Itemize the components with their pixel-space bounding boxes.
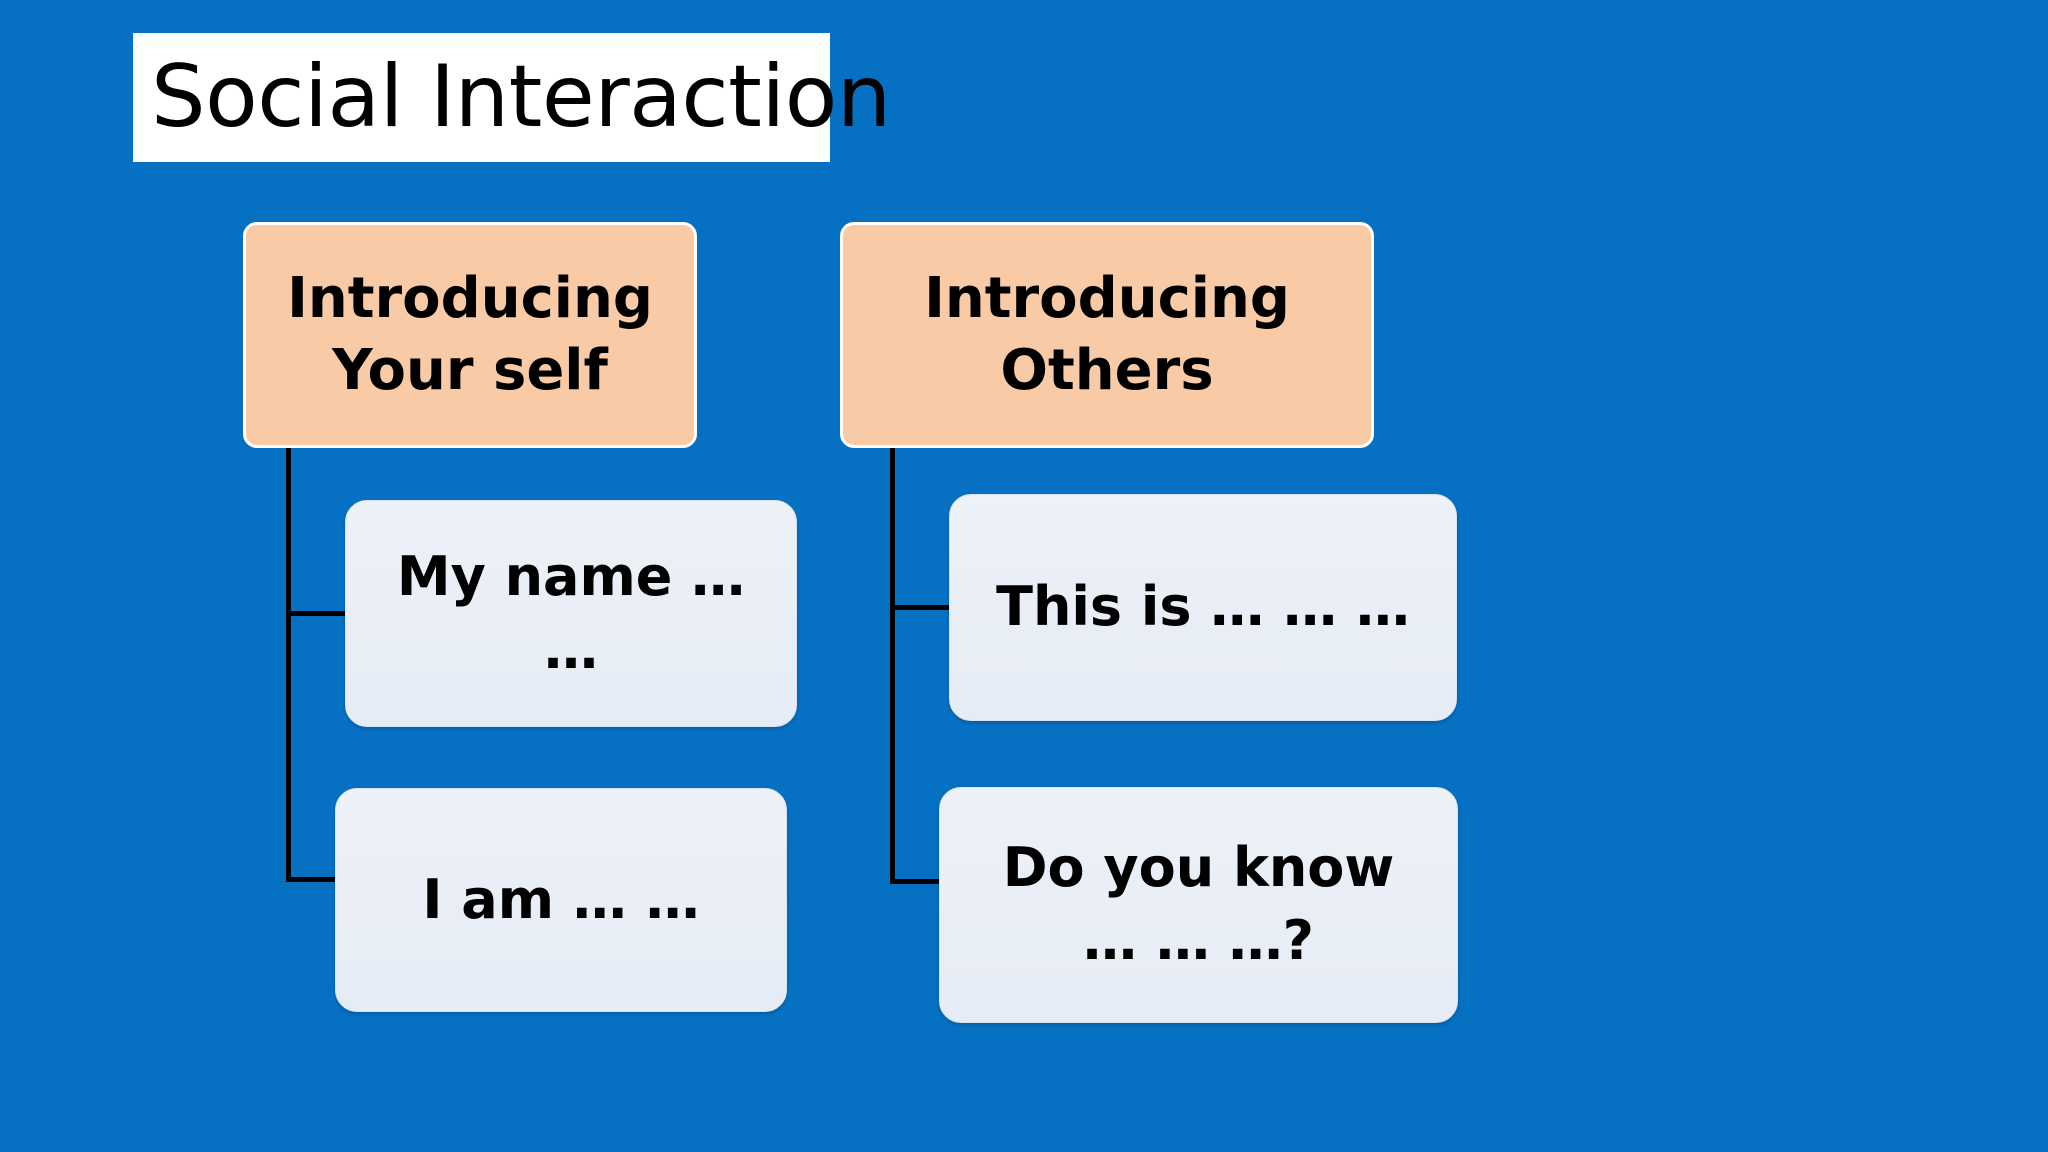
branch-node-introducing-yourself[interactable]: Introducing Your self bbox=[243, 222, 697, 448]
leaf-node-this-is[interactable]: This is … … … bbox=[949, 494, 1457, 721]
connector-branch-right-to-do-you-know bbox=[890, 879, 944, 884]
connector-branch-left-to-i-am bbox=[286, 877, 344, 882]
leaf-label-my-name: My name … … bbox=[396, 544, 746, 681]
slide-title-box: Social Interaction bbox=[133, 33, 891, 162]
leaf-node-do-you-know[interactable]: Do you know … … …? bbox=[939, 787, 1458, 1023]
connector-branch-left-to-my-name bbox=[286, 611, 352, 616]
connector-vertical-left bbox=[286, 448, 291, 882]
leaf-label-do-you-know: Do you know … … …? bbox=[1002, 836, 1395, 972]
leaf-label-i-am: I am … … bbox=[422, 867, 700, 931]
connector-branch-right-to-this-is bbox=[890, 605, 952, 610]
leaf-node-my-name[interactable]: My name … … bbox=[345, 500, 797, 727]
branch-label-introducing-yourself: Introducing Your self bbox=[287, 266, 653, 403]
branch-node-introducing-others[interactable]: Introducing Others bbox=[840, 222, 1374, 448]
connector-vertical-right bbox=[890, 448, 895, 884]
page-title: Social Interaction bbox=[151, 47, 891, 148]
leaf-node-i-am[interactable]: I am … … bbox=[335, 788, 787, 1012]
leaf-label-this-is: This is … … … bbox=[996, 575, 1410, 639]
branch-label-introducing-others: Introducing Others bbox=[924, 266, 1290, 403]
